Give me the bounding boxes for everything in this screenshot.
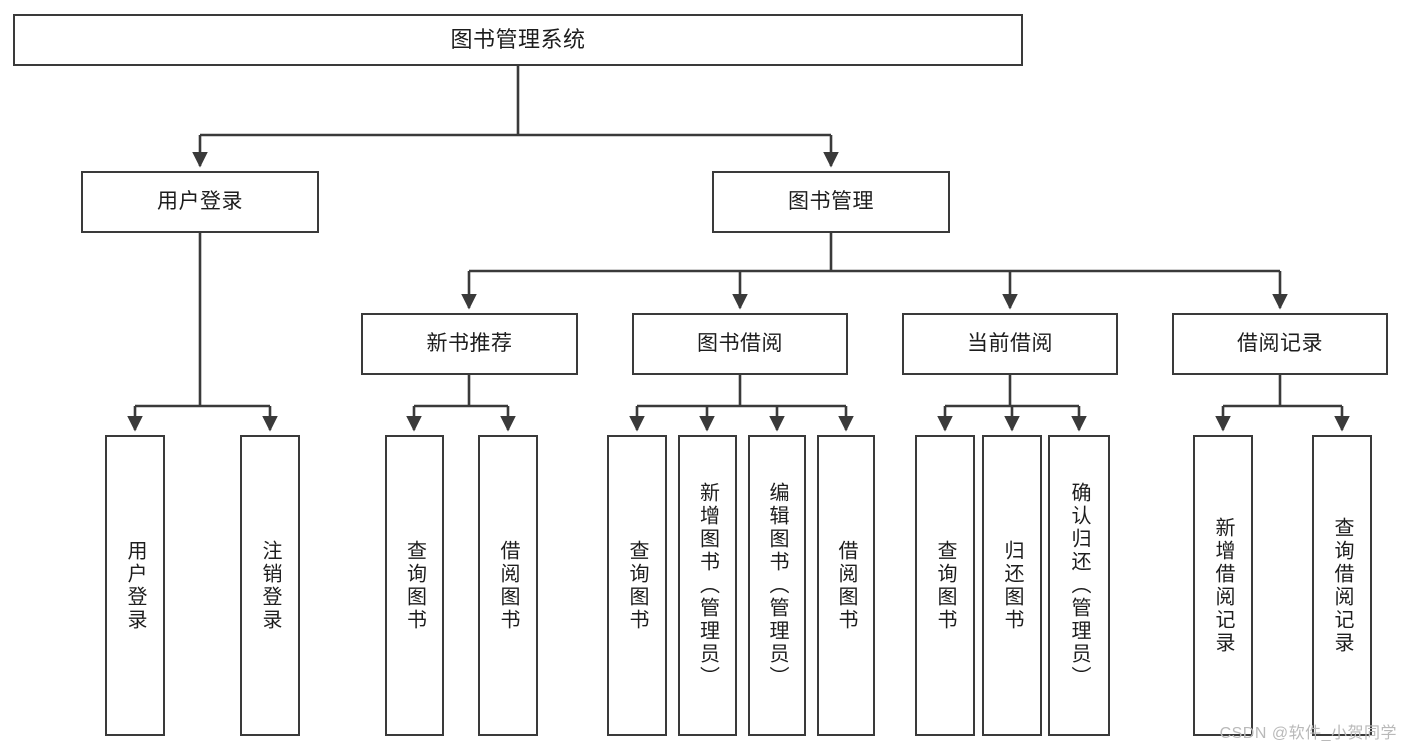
leaf-edit-book-admin-label: 编辑图书（管理员） (766, 482, 788, 689)
leaf-edit-book-admin[interactable]: 编辑图书（管理员） (748, 435, 806, 736)
leaf-query-book-borrow-label: 查询图书 (626, 539, 648, 632)
node-user-login[interactable]: 用户登录 (81, 171, 319, 233)
leaf-user-login-label: 用户登录 (124, 539, 146, 632)
leaf-query-book-current-label: 查询图书 (934, 539, 956, 632)
node-current-borrow[interactable]: 当前借阅 (902, 313, 1118, 375)
leaf-query-book-new-label: 查询图书 (403, 539, 426, 632)
node-book-management-label: 图书管理 (788, 189, 874, 213)
leaf-query-book-current[interactable]: 查询图书 (915, 435, 975, 736)
leaf-borrow-book-label: 借阅图书 (835, 539, 857, 632)
node-book-management[interactable]: 图书管理 (712, 171, 950, 233)
csdn-watermark: CSDN @软件_小贺同学 (1219, 725, 1397, 742)
leaf-borrow-book-new-label: 借阅图书 (497, 539, 519, 632)
leaf-logout-label: 注销登录 (259, 539, 281, 632)
node-book-borrow[interactable]: 图书借阅 (632, 313, 848, 375)
leaf-return-book[interactable]: 归还图书 (982, 435, 1042, 736)
leaf-confirm-return-admin[interactable]: 确认归还（管理员） (1048, 435, 1110, 736)
leaf-borrow-book[interactable]: 借阅图书 (817, 435, 875, 736)
node-borrow-records-label: 借阅记录 (1237, 331, 1323, 355)
leaf-query-book-borrow[interactable]: 查询图书 (607, 435, 667, 736)
leaf-add-borrow-record-label: 新增借阅记录 (1212, 516, 1234, 655)
node-borrow-records[interactable]: 借阅记录 (1172, 313, 1388, 375)
node-new-book-recommend-label: 新书推荐 (426, 331, 513, 355)
leaf-confirm-return-admin-label: 确认归还（管理员） (1068, 482, 1090, 689)
leaf-add-book-admin-label: 新增图书（管理员） (696, 482, 719, 689)
node-current-borrow-label: 当前借阅 (967, 331, 1053, 355)
node-book-borrow-label: 图书借阅 (697, 331, 783, 355)
node-user-login-label: 用户登录 (157, 189, 243, 213)
node-root-label: 图书管理系统 (450, 27, 586, 53)
leaf-user-login[interactable]: 用户登录 (105, 435, 165, 736)
leaf-return-book-label: 归还图书 (1001, 539, 1023, 632)
leaf-query-borrow-record[interactable]: 查询借阅记录 (1312, 435, 1372, 736)
leaf-query-book-new[interactable]: 查询图书 (385, 435, 444, 736)
node-root-system[interactable]: 图书管理系统 (13, 14, 1023, 66)
node-new-book-recommend[interactable]: 新书推荐 (361, 313, 578, 375)
leaf-query-borrow-record-label: 查询借阅记录 (1331, 516, 1353, 655)
leaf-add-book-admin[interactable]: 新增图书（管理员） (678, 435, 737, 736)
leaf-borrow-book-new[interactable]: 借阅图书 (478, 435, 538, 736)
leaf-add-borrow-record[interactable]: 新增借阅记录 (1193, 435, 1253, 736)
leaf-logout[interactable]: 注销登录 (240, 435, 300, 736)
